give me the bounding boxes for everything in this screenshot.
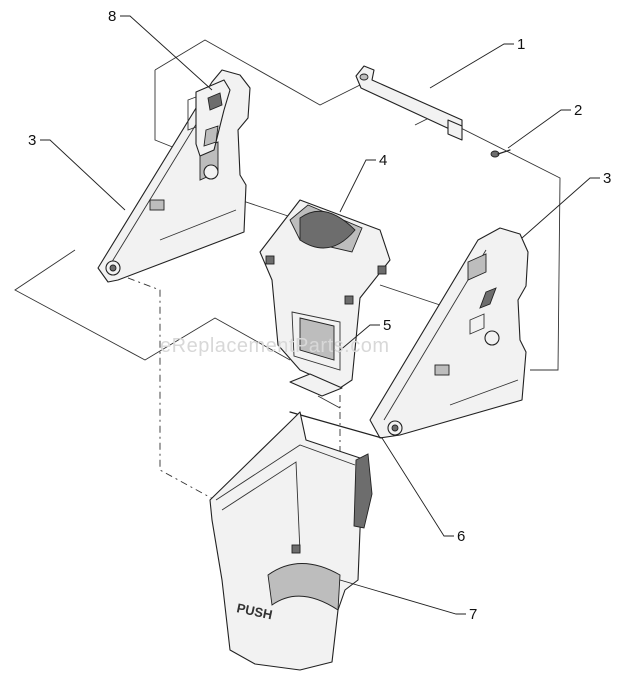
watermark: eReplacementParts.com: [160, 335, 389, 357]
part-hopper: [259, 199, 391, 389]
callout-1: 1: [517, 36, 525, 53]
part-side-plate-right: [369, 227, 529, 439]
part-bucket: PUSH: [209, 411, 373, 671]
callout-4: 4: [379, 152, 387, 169]
part-latch: [195, 79, 231, 157]
callout-labels: 8 1 2 3 3 4 5 6 7: [28, 8, 611, 623]
callout-8: 8: [108, 8, 116, 25]
bucket-push-label: PUSH: [235, 600, 273, 622]
part-side-plate-left: [97, 69, 251, 283]
part-gate-plate: [289, 373, 343, 409]
callout-7: 7: [469, 606, 477, 623]
callout-leaders: [40, 15, 600, 615]
part-rod: [289, 411, 383, 439]
callout-3-right: 3: [603, 170, 611, 187]
callout-5: 5: [383, 317, 391, 334]
callout-2: 2: [574, 102, 582, 119]
callout-3-left: 3: [28, 132, 36, 149]
part-screw: [490, 149, 511, 158]
part-bracket-bar: [355, 65, 463, 141]
callout-6: 6: [457, 528, 465, 545]
